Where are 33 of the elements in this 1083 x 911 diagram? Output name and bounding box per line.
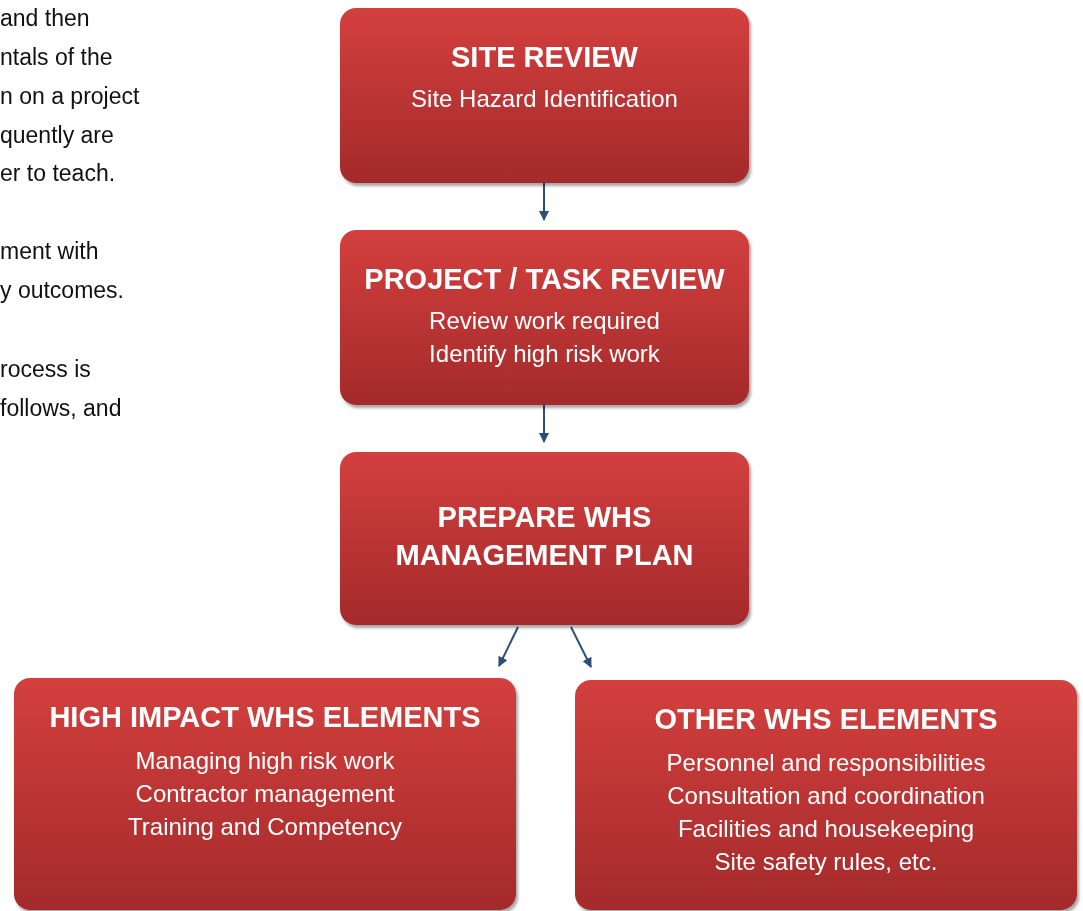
process-box xyxy=(14,678,516,910)
arrow xyxy=(539,182,549,221)
box-text: Site Hazard Identification xyxy=(411,84,678,114)
box-title: OTHER WHS ELEMENTS xyxy=(654,702,998,737)
box-text: Training and Competency xyxy=(128,812,402,842)
box-text: Facilities and housekeeping xyxy=(677,814,975,844)
box-text: Personnel and responsibilities xyxy=(666,748,986,778)
process-box xyxy=(575,680,1077,910)
box-text: Review work required xyxy=(429,306,660,336)
paragraph-text: n on a project xyxy=(0,82,140,110)
paragraph-text: ntals of the xyxy=(0,43,113,71)
arrow xyxy=(570,626,592,668)
box-title: PREPARE WHS MANAGEMENT PLAN xyxy=(394,500,695,573)
arrow xyxy=(539,404,549,443)
paragraph-text: y outcomes. xyxy=(0,276,124,304)
paragraph-text: quently are xyxy=(0,121,114,149)
box-text: Consultation and coordination xyxy=(667,781,985,811)
process-box xyxy=(340,8,749,183)
box-text: Contractor management xyxy=(135,779,395,809)
box-text: Site safety rules, etc. xyxy=(714,847,938,877)
box-title: SITE REVIEW xyxy=(451,40,638,75)
paragraph-text: er to teach. xyxy=(0,159,116,187)
process-box xyxy=(340,230,749,405)
paragraph-text: rocess is xyxy=(0,355,91,383)
box-text: Identify high risk work xyxy=(429,339,660,369)
box-text: Managing high risk work xyxy=(135,746,395,776)
box-title: HIGH IMPACT WHS ELEMENTS xyxy=(49,700,481,735)
arrow xyxy=(498,626,519,667)
box-title: PROJECT / TASK REVIEW xyxy=(364,262,725,297)
process-box xyxy=(340,452,749,625)
paragraph-text: and then xyxy=(0,4,90,32)
paragraph-text: ment with xyxy=(0,237,99,265)
paragraph-text: follows, and xyxy=(0,394,122,422)
